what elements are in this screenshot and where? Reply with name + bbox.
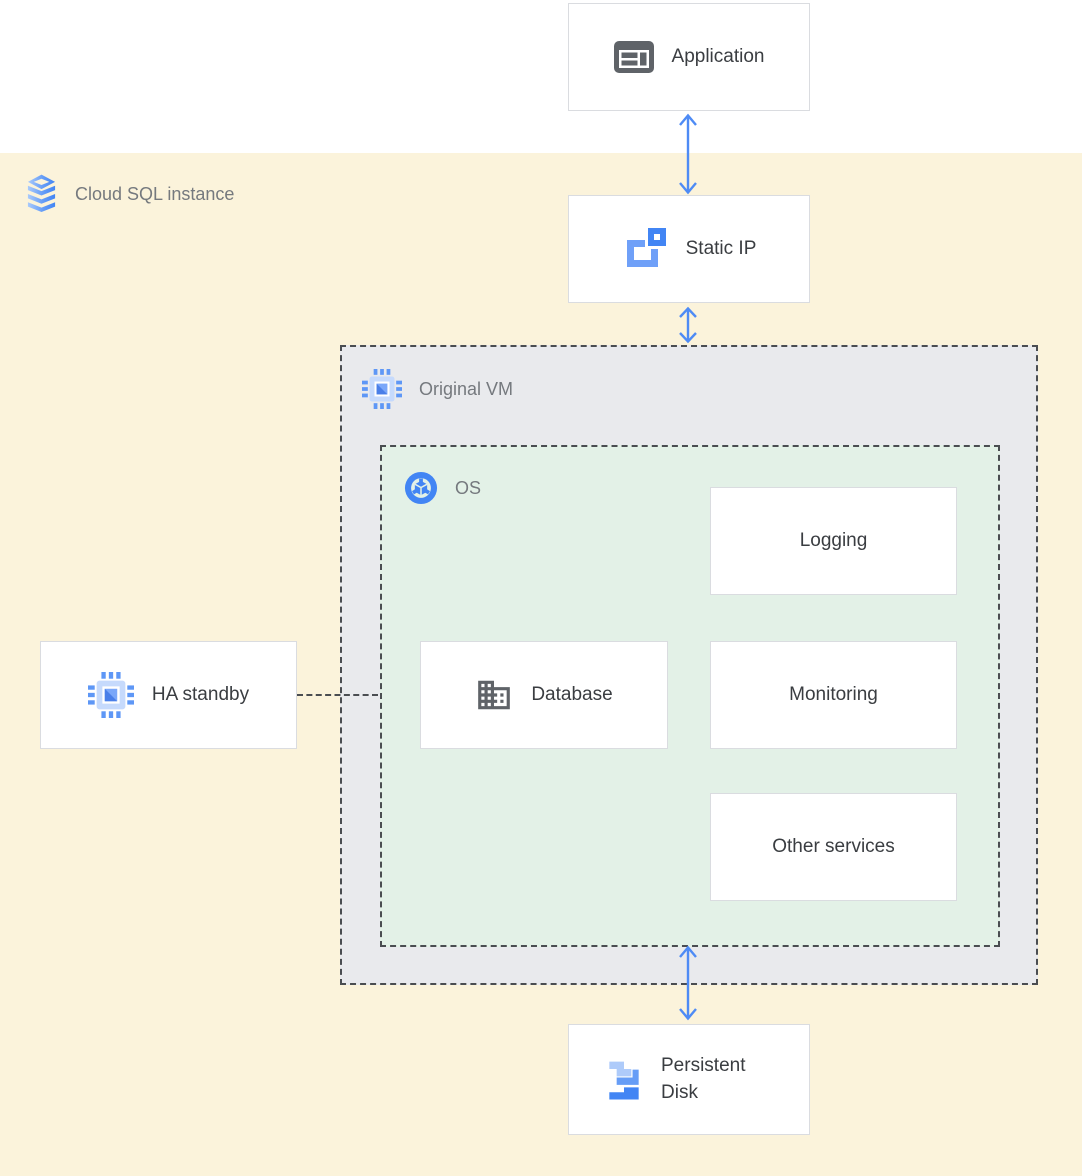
persistent-disk-label: Persistent Disk: [661, 1054, 746, 1103]
original-vm-zone-label: Original VM: [362, 369, 513, 409]
static-ip-icon: [622, 226, 668, 272]
ha-standby-label: HA standby: [151, 683, 250, 705]
cloud-sql-zone-label-text: Cloud SQL instance: [75, 184, 235, 204]
os-circle-cube-icon: [404, 471, 438, 505]
database-node: Database: [420, 641, 668, 749]
database-building-icon: [475, 676, 513, 714]
cloud-sql-icon: [25, 174, 58, 215]
compute-engine-chip-icon: [87, 672, 134, 718]
dashed-link-hastandby-os: [297, 694, 378, 696]
application-node: Application: [568, 3, 810, 111]
other-services-node: Other services: [710, 793, 957, 901]
os-zone-label: OS: [404, 471, 481, 505]
logging-label: Logging: [799, 529, 868, 551]
static-ip-label: Static IP: [685, 237, 757, 259]
static-ip-node: Static IP: [568, 195, 810, 303]
compute-engine-chip-icon: [362, 369, 402, 409]
application-label: Application: [671, 45, 765, 67]
arrow-os-persistentdisk: [675, 944, 701, 1022]
cloud-sql-zone-label: Cloud SQL instance: [25, 174, 234, 215]
monitoring-label: Monitoring: [789, 683, 878, 705]
original-vm-zone-label-text: Original VM: [419, 378, 514, 399]
application-icon: [613, 41, 654, 73]
database-label: Database: [531, 683, 613, 705]
arrow-staticip-vm: [675, 305, 701, 345]
other-services-label: Other services: [772, 835, 895, 857]
logging-node: Logging: [710, 487, 957, 595]
arrow-application-staticip: [675, 112, 701, 196]
persistent-disk-node: Persistent Disk: [568, 1024, 810, 1135]
monitoring-node: Monitoring: [710, 641, 957, 749]
ha-standby-node: HA standby: [40, 641, 297, 749]
persistent-disk-icon: [605, 1058, 643, 1102]
os-zone-label-text: OS: [455, 477, 482, 498]
